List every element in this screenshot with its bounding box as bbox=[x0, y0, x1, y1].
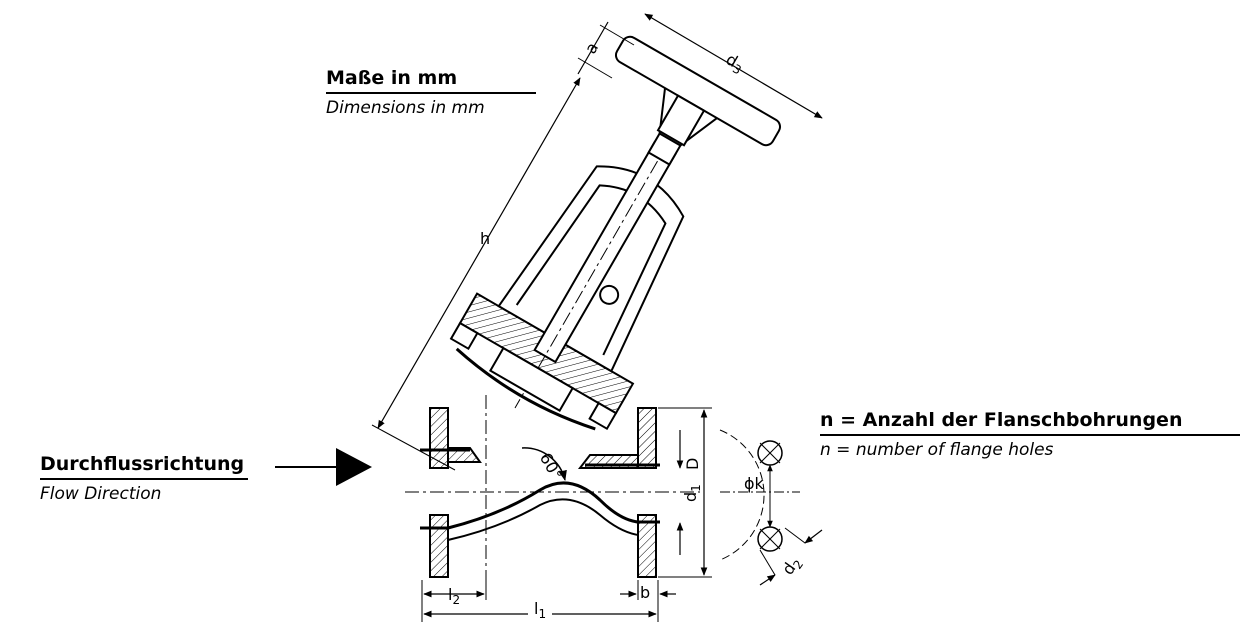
dimension-d2-label: d2 bbox=[778, 553, 806, 580]
legend-holes-english: n = number of flange holes bbox=[820, 440, 1054, 460]
dimension-l2: l2 bbox=[421, 580, 487, 622]
flow-arrow bbox=[275, 448, 372, 486]
dimension-h: h bbox=[371, 77, 581, 471]
flange-hole-pattern: ϕk bbox=[719, 429, 800, 561]
dimension-l1: l1 bbox=[423, 599, 657, 624]
dimension-l1-label: l1 bbox=[534, 599, 546, 621]
angle-annotation: 60° bbox=[521, 447, 567, 483]
dimension-h-label: h bbox=[480, 229, 490, 248]
dimension-a: a bbox=[577, 21, 635, 79]
dimension-k-label: ϕk bbox=[744, 474, 765, 493]
dimension-d1: d1 bbox=[676, 430, 703, 555]
dimension-d3-label: d3 bbox=[721, 49, 747, 77]
angle-label: 60° bbox=[536, 449, 567, 483]
legend-flow-german: Durchflussrichtung bbox=[40, 453, 245, 475]
legend-flange-holes: n = Anzahl der Flanschbohrungen n = numb… bbox=[820, 408, 1240, 462]
dimension-d1-label: d1 bbox=[681, 484, 703, 502]
dimension-l2-label: l2 bbox=[448, 585, 460, 607]
dimension-D: D bbox=[658, 407, 712, 578]
legend-holes-german: n = Anzahl der Flanschbohrungen bbox=[820, 409, 1183, 431]
legend-flow-underline bbox=[40, 478, 248, 480]
dimension-D-label: D bbox=[683, 458, 702, 470]
legend-flow-english: Flow Direction bbox=[40, 484, 162, 504]
valve-body bbox=[405, 395, 700, 595]
dimension-b-label: b bbox=[640, 583, 650, 602]
dimension-a-label: a bbox=[581, 39, 602, 57]
legend-flow-direction: Durchflussrichtung Flow Direction bbox=[40, 452, 248, 506]
legend-holes-underline bbox=[820, 434, 1240, 436]
dimension-b: b bbox=[620, 580, 676, 622]
